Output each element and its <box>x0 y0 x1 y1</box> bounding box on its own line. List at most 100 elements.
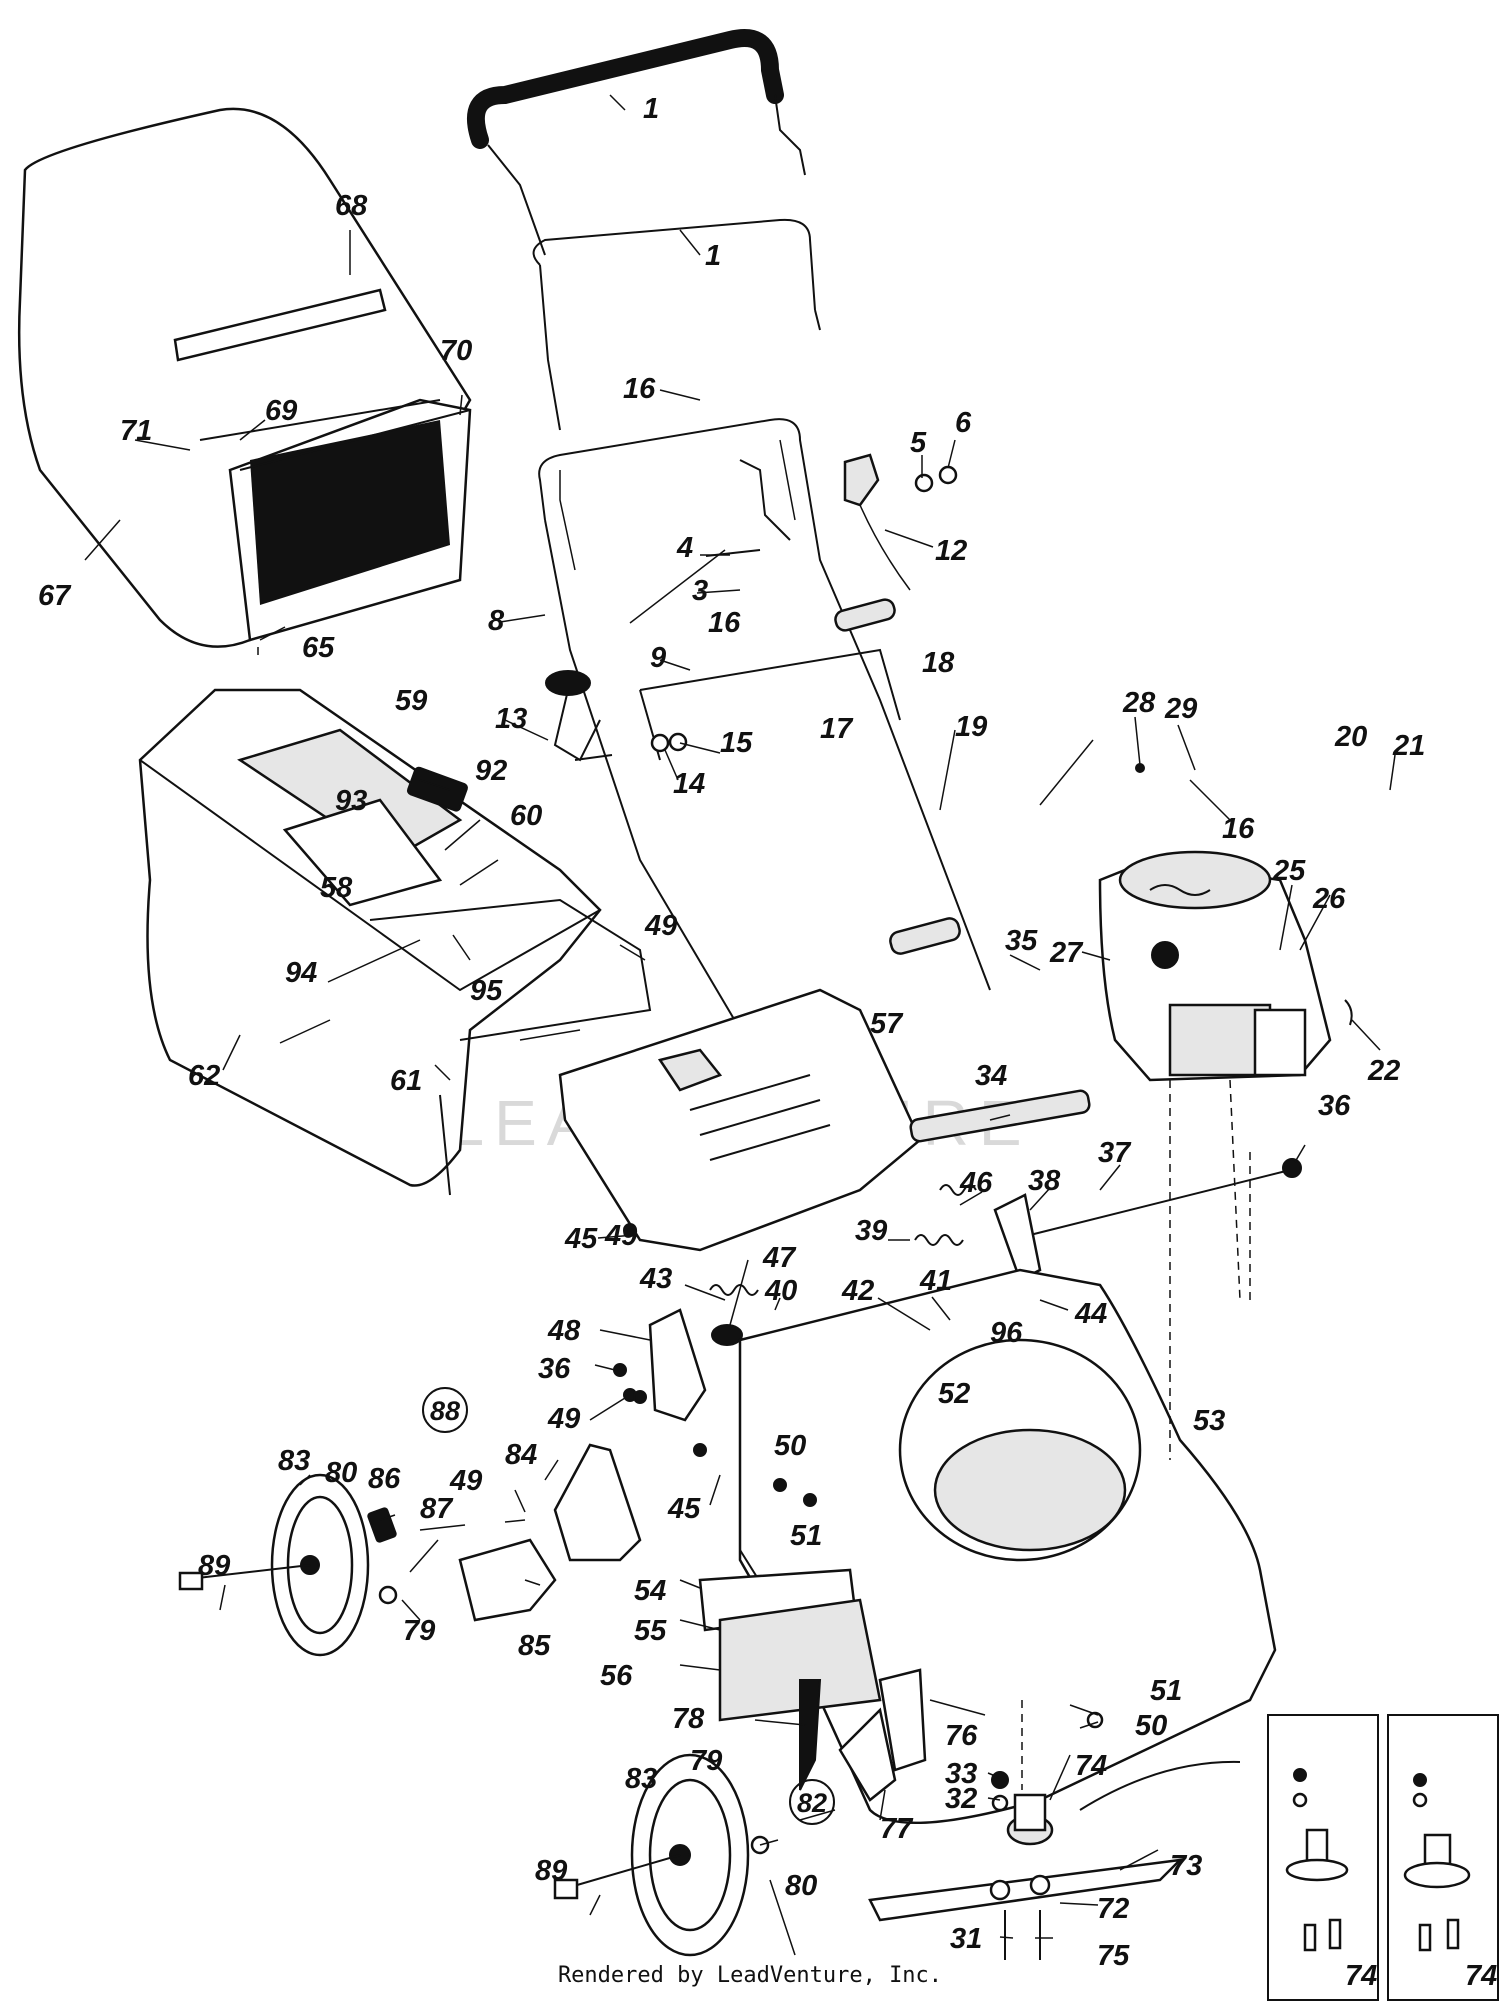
callout-22: 22 <box>1367 1055 1400 1087</box>
callout-21: 21 <box>1392 730 1425 762</box>
callout-85: 85 <box>518 1630 551 1662</box>
bag-cover <box>138 688 652 1196</box>
rear-flap <box>698 1568 882 1722</box>
callout-73: 73 <box>1170 1850 1202 1882</box>
callout-32: 32 <box>945 1783 977 1815</box>
blade <box>868 1700 1241 1960</box>
callout-49: 49 <box>604 1220 637 1252</box>
callout-88-ring <box>422 1387 468 1433</box>
callout-31: 31 <box>950 1923 982 1955</box>
callout-15: 15 <box>720 727 753 759</box>
callout-26: 26 <box>1312 883 1346 915</box>
callout-4: 4 <box>676 532 693 564</box>
callout-35: 35 <box>1005 925 1038 957</box>
throttle-control <box>705 453 958 591</box>
callout-74: 74 <box>1075 1750 1107 1782</box>
callout-36: 36 <box>1318 1090 1351 1122</box>
callout-19: 19 <box>955 711 987 743</box>
upper-handle-grip <box>467 29 806 256</box>
callout-59: 59 <box>395 685 427 717</box>
callout-54: 54 <box>634 1575 666 1607</box>
callout-70: 70 <box>440 335 472 367</box>
callout-86: 86 <box>368 1463 401 1495</box>
callout-84: 84 <box>505 1439 537 1471</box>
callout-95: 95 <box>470 975 503 1007</box>
callout-49: 49 <box>449 1465 482 1497</box>
callout-72: 72 <box>1097 1893 1129 1925</box>
callout-34: 34 <box>975 1060 1007 1092</box>
rear-door <box>558 988 922 1252</box>
callout-74: 74 <box>1345 1960 1377 1992</box>
callout-79: 79 <box>403 1615 435 1647</box>
callout-46: 46 <box>959 1167 993 1199</box>
callout-18: 18 <box>922 647 955 679</box>
callout-58: 58 <box>320 872 353 904</box>
callout-96: 96 <box>990 1317 1023 1349</box>
callout-51: 51 <box>790 1520 822 1552</box>
callout-89: 89 <box>198 1550 230 1582</box>
callout-65: 65 <box>302 632 335 664</box>
callout-39: 39 <box>855 1215 887 1247</box>
springs <box>709 1184 977 1346</box>
callout-49: 49 <box>547 1403 580 1435</box>
callout-82: 82 <box>797 1788 827 1818</box>
parts-artwork <box>17 29 1499 2001</box>
callout-45: 45 <box>667 1493 701 1525</box>
callout-52: 52 <box>938 1378 970 1410</box>
callout-61: 61 <box>390 1065 422 1097</box>
callout-25: 25 <box>1272 855 1306 887</box>
callout-28: 28 <box>1122 687 1156 719</box>
callout-53: 53 <box>1193 1405 1225 1437</box>
callout-14: 14 <box>673 768 705 800</box>
callout-88: 88 <box>430 1396 460 1426</box>
callout-17: 17 <box>820 713 854 745</box>
callout-82-ring <box>789 1779 835 1825</box>
front-height-lever <box>799 1668 927 1802</box>
callout-89: 89 <box>535 1855 567 1887</box>
callout-83: 83 <box>278 1445 310 1477</box>
callout-45: 45 <box>564 1223 598 1255</box>
callout-16: 16 <box>708 607 741 639</box>
callout-75: 75 <box>1097 1940 1130 1972</box>
callout-36: 36 <box>538 1353 571 1385</box>
callout-48: 48 <box>547 1315 581 1347</box>
lower-handle <box>538 418 991 1081</box>
callout-50: 50 <box>1135 1710 1167 1742</box>
callout-6: 6 <box>955 407 972 439</box>
callout-20: 20 <box>1334 721 1367 753</box>
wheel-upper-left <box>178 1473 370 1657</box>
callout-56: 56 <box>600 1660 633 1692</box>
callout-78: 78 <box>672 1703 705 1735</box>
callout-83: 83 <box>625 1763 657 1795</box>
callout-87: 87 <box>420 1493 454 1525</box>
callout-71: 71 <box>120 415 152 447</box>
callout-41: 41 <box>919 1265 952 1297</box>
callout-16: 16 <box>623 373 656 405</box>
callout-68: 68 <box>335 190 368 222</box>
callout-51: 51 <box>1150 1675 1182 1707</box>
callout-1: 1 <box>643 93 659 125</box>
callout-42: 42 <box>841 1275 874 1307</box>
callout-8: 8 <box>488 605 505 637</box>
callout-94: 94 <box>285 957 317 989</box>
callout-57: 57 <box>870 1008 904 1040</box>
callout-49: 49 <box>644 910 677 942</box>
callout-80: 80 <box>325 1457 357 1489</box>
engine <box>1098 850 1353 1460</box>
callout-43: 43 <box>639 1263 672 1295</box>
callout-labels: 1 1 3 4 5 6 8 9 12 13 14 15 16 16 16 17 … <box>38 93 1497 1992</box>
callout-40: 40 <box>764 1275 797 1307</box>
callout-9: 9 <box>650 642 666 674</box>
wheel-lower <box>553 1753 750 1957</box>
callout-47: 47 <box>762 1242 797 1274</box>
callout-55: 55 <box>634 1615 667 1647</box>
callout-76: 76 <box>945 1720 978 1752</box>
callout-38: 38 <box>1028 1165 1061 1197</box>
callout-44: 44 <box>1074 1298 1107 1330</box>
callout-13: 13 <box>495 703 527 735</box>
footer-credit: Rendered by LeadVenture, Inc. <box>557 1963 943 1988</box>
callout-37: 37 <box>1098 1137 1132 1169</box>
callout-77: 77 <box>880 1813 914 1845</box>
callout-93: 93 <box>335 785 367 817</box>
